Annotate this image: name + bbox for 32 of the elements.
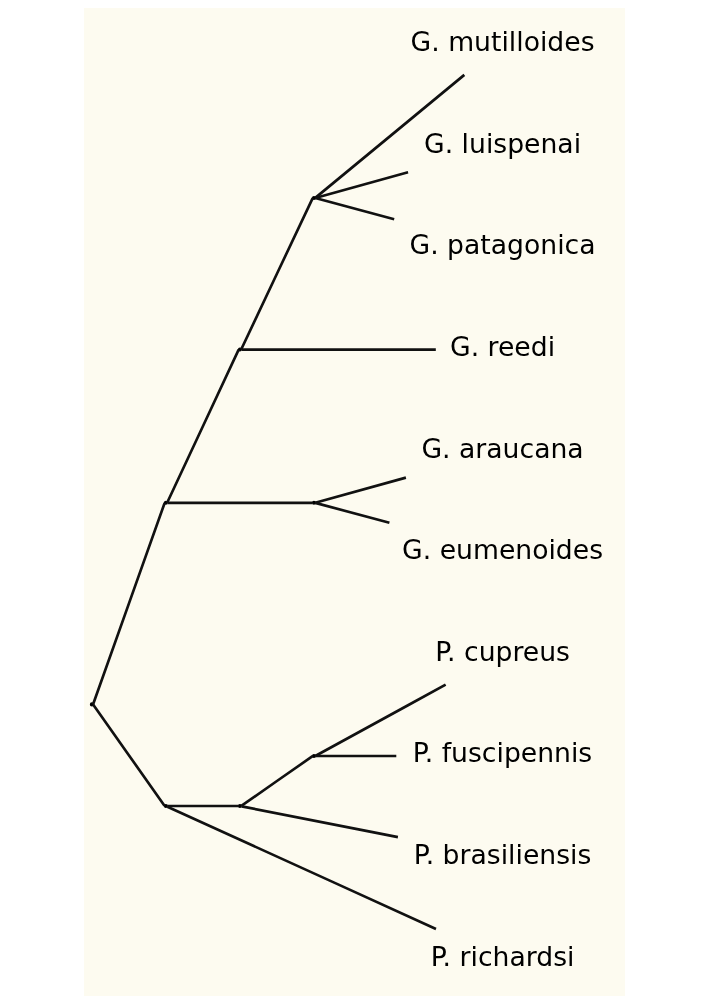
connector (240, 755, 314, 807)
connector (314, 683, 447, 758)
node-text: G. patagonica (409, 229, 596, 261)
connector (241, 348, 436, 351)
node-text: G. luispenai (424, 127, 582, 159)
node-text: G. eumenoides (402, 534, 604, 566)
node-point (237, 804, 242, 809)
connector (314, 501, 390, 525)
connector (241, 805, 399, 839)
connector (314, 73, 466, 199)
node-text: G. reedi (450, 330, 556, 362)
node-text: G. mutilloides (410, 26, 595, 58)
connector (167, 804, 239, 808)
connector (314, 196, 395, 221)
node-text: P. fuscipennis (412, 737, 593, 769)
node-point (311, 195, 316, 200)
connector (314, 476, 407, 505)
connector (314, 170, 409, 200)
node-text: P. brasiliensis (413, 838, 592, 870)
node-text: P. cupreus (435, 635, 570, 667)
connector (315, 754, 397, 758)
node-point (311, 500, 316, 505)
connector (92, 703, 166, 807)
connector (166, 805, 437, 931)
node-point (89, 702, 94, 707)
node-point (163, 804, 168, 809)
node-text: G. araucana (421, 432, 584, 464)
node-point (311, 754, 316, 759)
node-text: P. richardsi (430, 940, 575, 972)
node-point (237, 347, 242, 352)
node-point (163, 500, 168, 505)
connector (167, 501, 313, 505)
